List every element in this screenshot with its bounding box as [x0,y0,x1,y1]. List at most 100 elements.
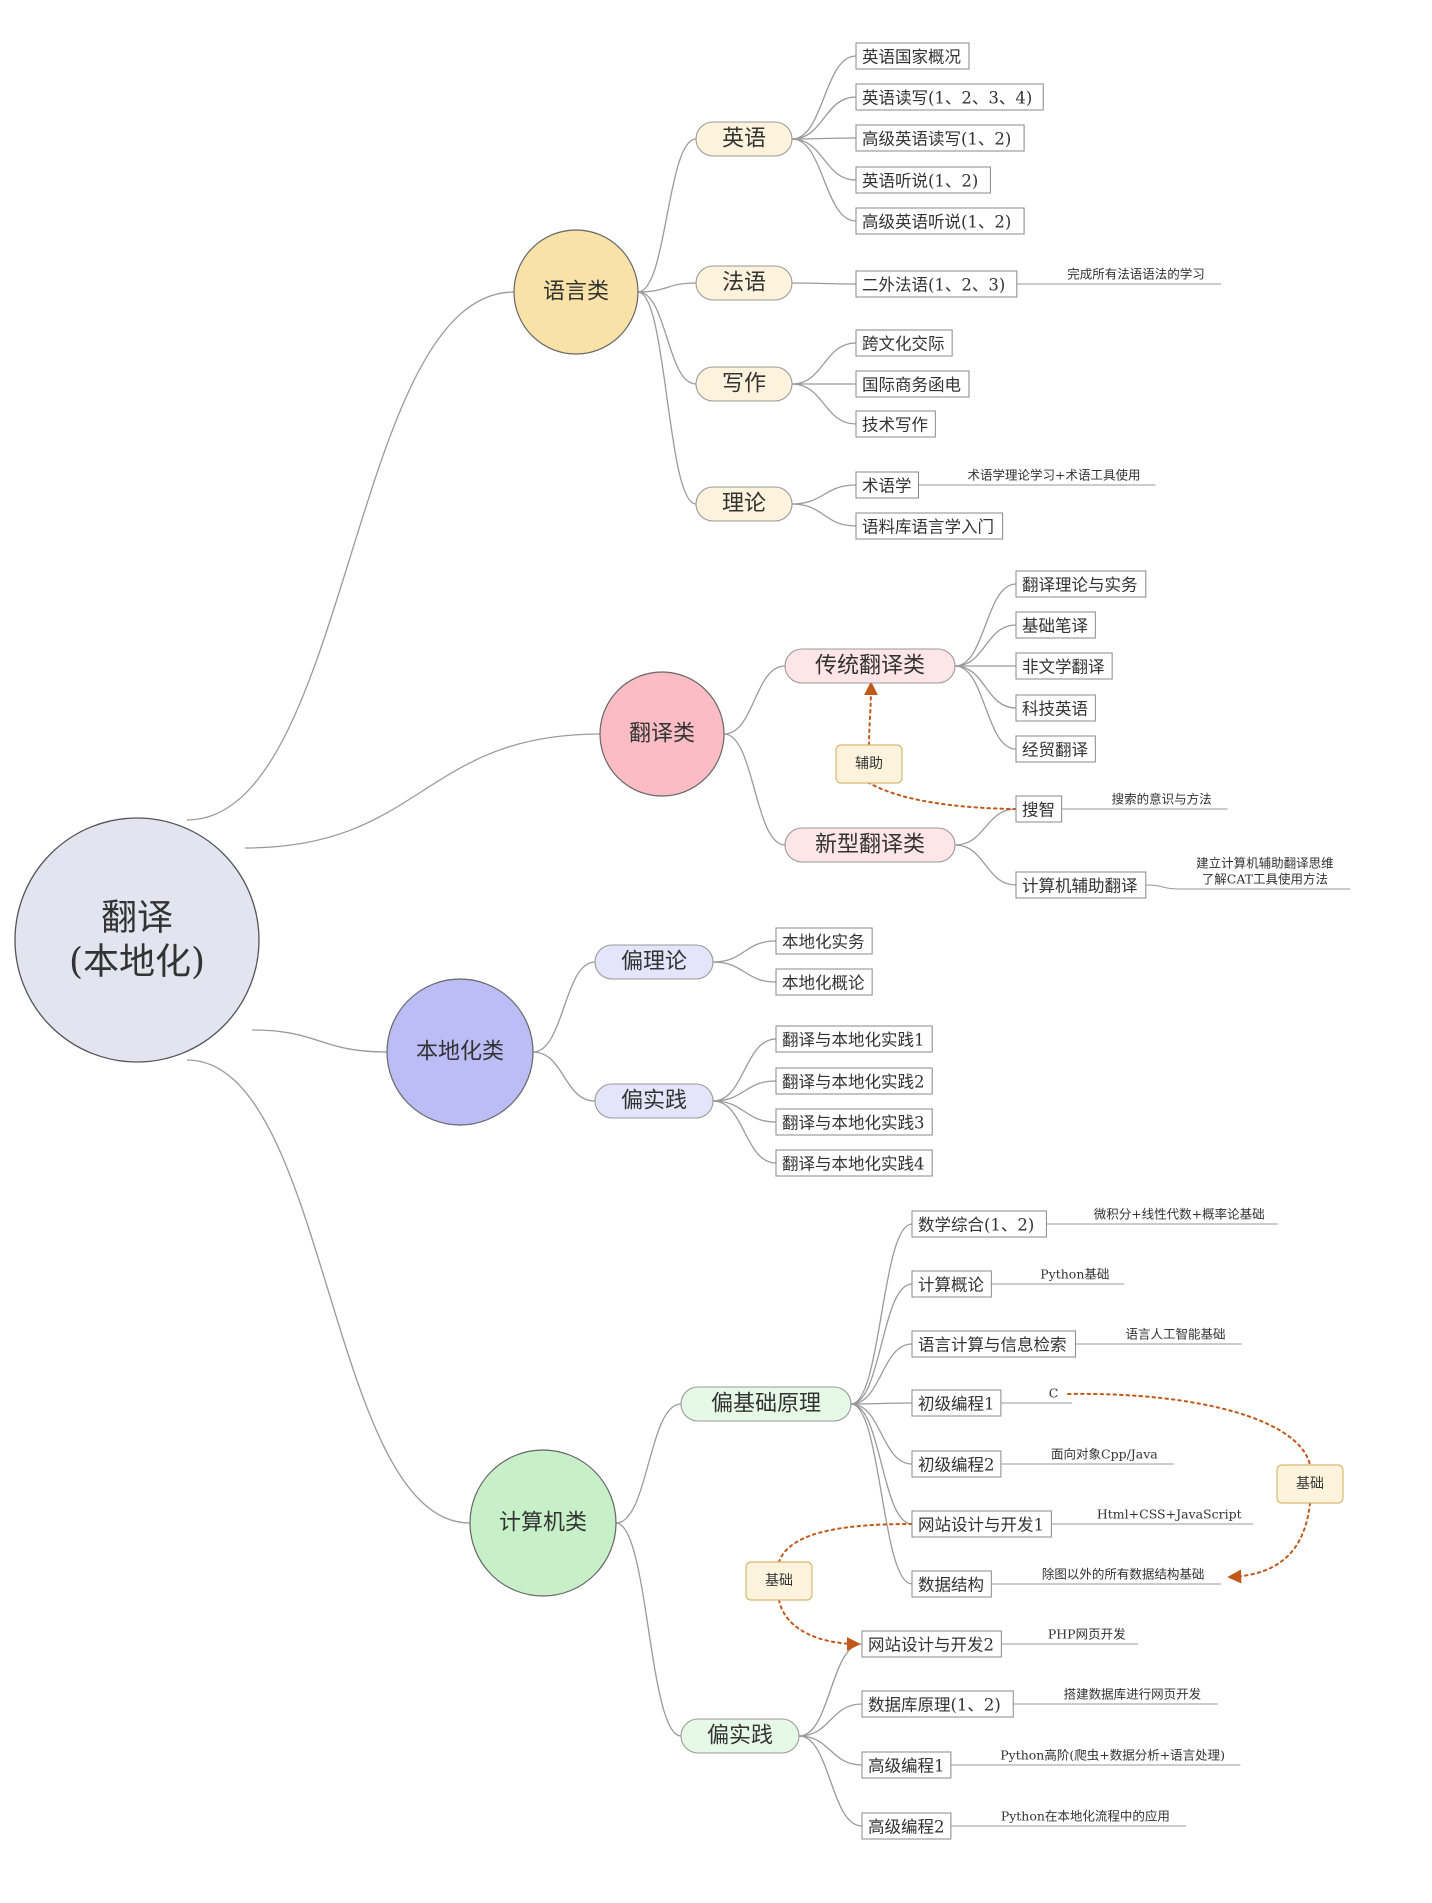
leaf-label: 英语听说(1、2) [862,172,978,191]
leaf-connector-3-0-3 [850,1402,913,1405]
relation-box-1[interactable]: 基础 [1276,1464,1344,1504]
leaf-note: 搭建数据库进行网页开发 [1064,1687,1202,1702]
leaf-connector-0-2-0 [791,342,857,385]
subbranch-node-3-0[interactable]: 偏基础原理 [680,1386,852,1422]
leaf-node-1-0-1[interactable]: 基础笔译 [1015,611,1096,639]
leaf-connector-1-0-0 [954,583,1017,667]
leaf-node-0-2-2[interactable]: 技术写作 [855,410,936,438]
leaf-node-1-0-4[interactable]: 经贸翻译 [1015,735,1096,763]
subbranch-node-0-0[interactable]: 英语 [695,121,793,157]
leaf-box [855,370,970,398]
leaf-label: 技术写作 [862,416,928,435]
leaf-connector-1-0-4 [954,665,1017,750]
leaf-box [1015,735,1096,763]
leaf-node-0-0-3[interactable]: 英语听说(1、2) [855,166,991,194]
leaf-connector-0-3-0 [791,484,857,505]
branch-circle [386,978,534,1126]
subbranch-node-0-3[interactable]: 理论 [695,486,793,522]
leaf-node-2-1-1[interactable]: 翻译与本地化实践2 [775,1067,933,1095]
leaf-label: 英语国家概况 [862,48,961,67]
leaf-box [1015,611,1096,639]
root-node[interactable]: 翻译(本地化) [14,817,260,1063]
leaf-connector-0-1-0 [791,282,857,285]
subbranch-connector-0-2 [637,291,697,385]
leaf-label: 数据结构 [918,1576,984,1595]
subbranch-pill [680,1718,800,1754]
leaf-note-line2: 了解CAT工具使用方法 [1202,872,1328,887]
relation-box-2[interactable]: 基础 [745,1561,813,1601]
subbranch-connector-3-0 [615,1403,682,1524]
leaf-label: 数学综合(1、2) [918,1216,1034,1235]
branch-label: 计算机类 [499,1511,587,1536]
relation-label: 基础 [765,1572,793,1589]
leaf-box [1015,795,1063,823]
subbranch-node-2-0[interactable]: 偏理论 [594,944,714,980]
branch-node-0[interactable]: 语言类 [513,229,639,355]
root-title-line1: 翻译 [101,898,173,939]
leaf-node-2-1-0[interactable]: 翻译与本地化实践1 [775,1025,933,1053]
subbranch-node-2-1[interactable]: 偏实践 [594,1083,714,1119]
subbranch-pill [594,1083,714,1119]
leaf-node-3-0-0[interactable]: 数学综合(1、2)微积分+线性代数+概率论基础 [911,1207,1265,1238]
leaf-label: 初级编程1 [918,1395,995,1414]
leaf-node-1-0-2[interactable]: 非文学翻译 [1015,652,1113,680]
relation-line-base1-a [1067,1392,1311,1466]
leaf-node-0-0-0[interactable]: 英语国家概况 [855,42,970,70]
subbranch-node-1-1[interactable]: 新型翻译类 [784,827,956,863]
leaf-node-0-0-4[interactable]: 高级英语听说(1、2) [855,207,1025,235]
branch-connector-1 [244,733,601,849]
leaf-connector-0-0-0 [791,55,857,140]
branch-connector-0 [186,291,515,821]
branch-label: 语言类 [543,280,609,305]
leaf-label: 高级英语读写(1、2) [862,130,1011,149]
leaf-note: 建立计算机辅助翻译思维 [1196,856,1334,871]
leaf-node-0-2-1[interactable]: 国际商务函电 [855,370,970,398]
branch-node-2[interactable]: 本地化类 [386,978,534,1126]
leaf-node-2-0-1[interactable]: 本地化概论 [775,968,873,996]
leaf-box [775,968,873,996]
leaf-node-2-1-3[interactable]: 翻译与本地化实践4 [775,1149,933,1177]
leaf-box [861,1751,952,1779]
leaf-node-0-0-2[interactable]: 高级英语读写(1、2) [855,124,1025,152]
leaf-node-1-0-3[interactable]: 科技英语 [1015,694,1096,722]
note-connector [1145,884,1351,890]
leaf-node-0-0-1[interactable]: 英语读写(1、2、3、4) [855,83,1044,111]
leaf-node-0-2-0[interactable]: 跨文化交际 [855,329,953,357]
leaf-node-0-1-0[interactable]: 二外法语(1、2、3)完成所有法语语法的学习 [855,267,1205,298]
subbranch-pill [695,486,793,522]
leaf-box [911,1330,1076,1358]
subbranch-node-1-0[interactable]: 传统翻译类 [784,648,956,684]
subbranch-node-3-1[interactable]: 偏实践 [680,1718,800,1754]
leaf-connector-3-1-2 [798,1735,863,1766]
leaf-node-3-1-1[interactable]: 数据库原理(1、2)搭建数据库进行网页开发 [861,1687,1202,1718]
leaf-box [855,207,1025,235]
leaf-box [1015,570,1147,598]
subbranch-node-0-2[interactable]: 写作 [695,366,793,402]
branch-node-3[interactable]: 计算机类 [469,1449,617,1597]
subbranch-label: 新型翻译类 [815,833,925,858]
leaf-box [775,1025,933,1053]
leaf-node-0-3-1[interactable]: 语料库语言学入门 [855,512,1004,540]
branch-node-1[interactable]: 翻译类 [599,671,725,797]
leaf-label: 网站设计与开发2 [868,1636,994,1655]
root-title-line2: (本地化) [69,942,205,983]
leaf-node-2-1-2[interactable]: 翻译与本地化实践3 [775,1108,933,1136]
leaf-label: 计算机辅助翻译 [1022,877,1138,896]
leaf-node-2-0-0[interactable]: 本地化实务 [775,927,873,955]
relation-line-base1-b [1227,1502,1311,1584]
relation-box-0[interactable]: 辅助 [835,744,903,784]
subbranch-node-0-1[interactable]: 法语 [695,265,793,301]
leaf-node-1-0-0[interactable]: 翻译理论与实务 [1015,570,1147,598]
